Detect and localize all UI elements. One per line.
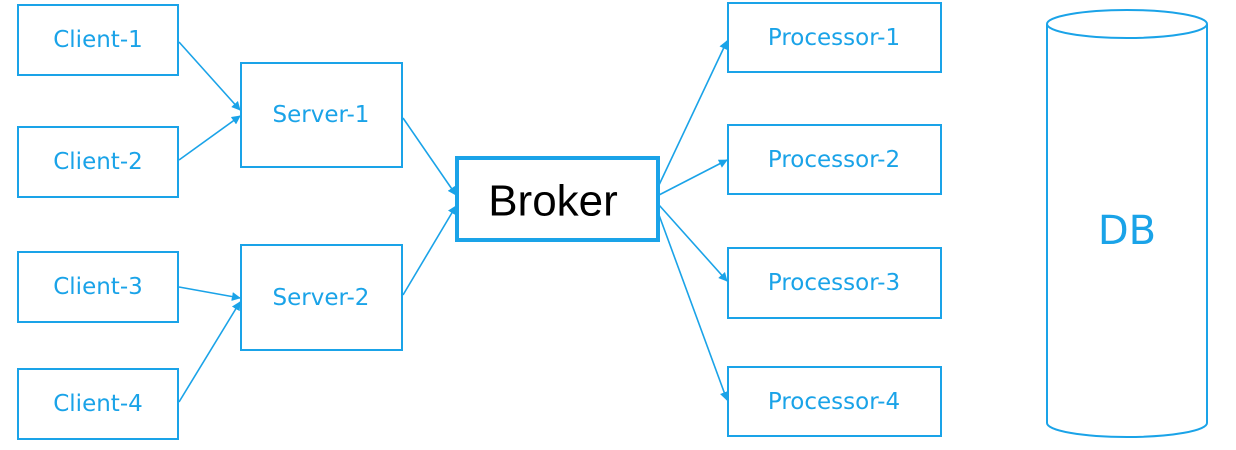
edge-layer — [178, 40, 729, 403]
processor-4-label: Processor-4 — [768, 389, 900, 415]
server-node-1: Server-1 — [240, 62, 403, 168]
processor-3-label: Processor-3 — [768, 270, 900, 296]
broker-node: Broker — [455, 156, 660, 242]
processor-node-4: Processor-4 — [727, 366, 942, 437]
client-1-label: Client-1 — [53, 27, 143, 53]
broker-label: Broker — [488, 177, 618, 226]
edge-client-1-to-server-1 — [178, 41, 241, 111]
edge-broker-to-processor-4 — [658, 214, 729, 401]
edge-client-2-to-server-1 — [178, 115, 241, 161]
processor-2-label: Processor-2 — [768, 147, 900, 173]
server-node-2: Server-2 — [240, 244, 403, 351]
processor-node-1: Processor-1 — [727, 2, 942, 73]
client-2-label: Client-2 — [53, 149, 143, 175]
server-1-label: Server-1 — [273, 102, 370, 128]
server-2-label: Server-2 — [273, 285, 370, 311]
edge-broker-to-processor-2 — [658, 159, 728, 196]
client-node-2: Client-2 — [17, 126, 179, 198]
processor-node-2: Processor-2 — [727, 124, 942, 195]
db-cylinder-top — [1046, 9, 1208, 39]
client-4-label: Client-4 — [53, 391, 143, 417]
processor-1-label: Processor-1 — [768, 25, 900, 51]
db-cylinder: DB — [1046, 9, 1208, 438]
db-label: DB — [1098, 208, 1156, 254]
client-3-label: Client-3 — [53, 274, 143, 300]
edge-server-2-to-broker — [402, 205, 457, 296]
client-node-1: Client-1 — [17, 4, 179, 76]
edge-broker-to-processor-1 — [658, 40, 728, 186]
client-node-3: Client-3 — [17, 251, 179, 323]
edge-broker-to-processor-3 — [658, 204, 728, 282]
edge-client-4-to-server-2 — [178, 301, 241, 403]
db-cylinder-body — [1046, 24, 1208, 438]
processor-node-3: Processor-3 — [727, 247, 942, 319]
edge-client-3-to-server-2 — [178, 286, 241, 301]
client-node-4: Client-4 — [17, 368, 179, 440]
edge-server-1-to-broker — [402, 117, 457, 196]
